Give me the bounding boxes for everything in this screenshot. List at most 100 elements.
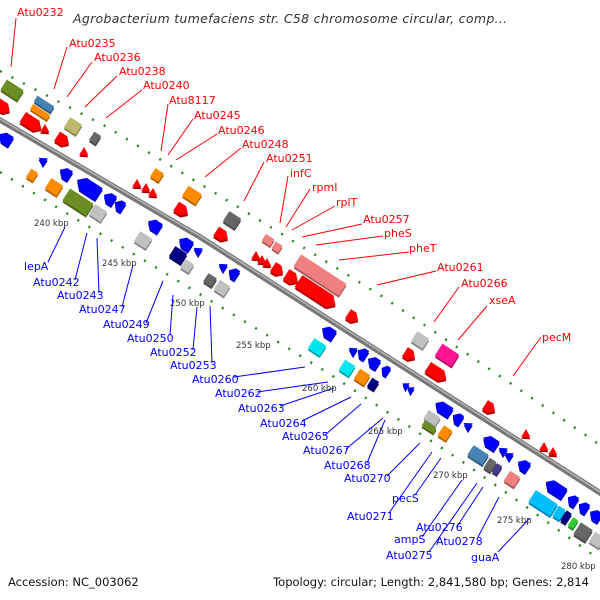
reverse-gene-label[interactable]: pecS [392,492,419,505]
gene-feature[interactable] [551,505,566,523]
gene-feature[interactable] [33,95,56,115]
gene-feature[interactable] [318,324,338,343]
forward-gene-label[interactable]: infC [290,167,312,180]
gene-feature[interactable] [270,241,283,255]
forward-gene-label[interactable]: Atu0232 [17,6,64,19]
gene-feature[interactable] [514,457,532,476]
forward-gene-label[interactable]: Atu0236 [94,51,141,64]
reverse-gene-label[interactable]: Atu0275 [386,549,433,562]
forward-gene-label[interactable]: Atu0246 [218,124,265,137]
reverse-gene-label[interactable]: Atu0243 [57,289,104,302]
reverse-gene-label[interactable]: Atu0252 [150,346,197,359]
gene-feature[interactable] [0,130,15,149]
gene-feature[interactable] [88,204,108,225]
gene-feature[interactable] [422,409,441,429]
reverse-gene-label[interactable]: Atu0242 [33,276,80,289]
reverse-gene-label[interactable]: ampS [394,533,425,546]
gene-feature[interactable] [100,190,118,209]
reverse-gene-label[interactable]: Atu0271 [347,510,394,523]
gene-feature[interactable] [133,231,153,252]
gene-feature[interactable] [25,168,39,184]
gene-feature[interactable] [399,380,410,393]
gene-feature[interactable] [175,235,195,254]
gene-feature[interactable] [567,517,579,531]
forward-gene-label[interactable]: rplT [336,196,358,209]
gene-feature[interactable] [172,201,192,221]
gene-feature[interactable] [294,275,341,313]
reverse-gene-label[interactable]: Atu0268 [324,459,371,472]
forward-gene-label[interactable]: rpmI [312,181,337,194]
forward-gene-label[interactable]: Atu0251 [266,152,313,165]
gene-feature[interactable] [61,188,94,218]
gene-feature[interactable] [466,445,490,468]
gene-feature[interactable] [338,359,357,379]
gene-feature[interactable] [293,254,348,298]
forward-gene-label[interactable]: Atu0261 [437,261,484,274]
forward-gene-label[interactable]: pecM [542,331,571,344]
gene-feature[interactable] [0,98,14,118]
gene-feature[interactable] [479,433,500,454]
reverse-gene-label[interactable]: lepA [24,260,49,273]
reverse-gene-label[interactable]: Atu0253 [170,359,217,372]
gene-feature[interactable] [547,447,561,461]
forward-gene-label[interactable]: xseA [489,294,516,307]
gene-feature[interactable] [588,531,600,551]
reverse-gene-label[interactable]: guaA [471,551,500,564]
gene-feature[interactable] [72,174,103,203]
reverse-gene-label[interactable]: Atu0267 [303,444,350,457]
gene-feature[interactable] [202,273,218,290]
gene-feature[interactable] [269,262,287,280]
forward-gene-label[interactable]: Atu0240 [143,79,190,92]
gene-feature[interactable] [261,258,275,272]
gene-feature[interactable] [111,198,127,215]
gene-feature[interactable] [222,211,242,232]
reverse-gene-label[interactable]: Atu0265 [282,430,329,443]
gene-feature[interactable] [225,266,241,283]
gene-feature[interactable] [364,354,382,373]
gene-feature[interactable] [559,510,573,526]
gene-feature[interactable] [354,346,370,363]
reverse-gene-label[interactable]: Atu0278 [436,535,483,548]
gene-feature[interactable] [575,500,591,517]
gene-feature[interactable] [213,279,232,299]
reverse-gene-label[interactable]: Atu0270 [344,472,391,485]
forward-gene-label[interactable]: Atu0238 [119,65,166,78]
gene-feature[interactable] [179,259,195,276]
gene-feature[interactable] [410,331,430,352]
forward-gene-label[interactable]: Atu0245 [194,109,241,122]
gene-feature[interactable] [527,490,558,519]
gene-feature[interactable] [538,442,552,456]
gene-feature[interactable] [149,168,165,185]
gene-feature[interactable] [44,178,64,199]
gene-feature[interactable] [482,457,497,475]
reverse-gene-label[interactable]: Atu0247 [79,303,126,316]
gene-feature[interactable] [572,522,593,544]
reverse-gene-label[interactable]: Atu0250 [127,332,174,345]
gene-feature[interactable] [0,79,25,103]
gene-feature[interactable] [378,364,392,379]
gene-feature[interactable] [131,179,145,193]
gene-feature[interactable] [366,377,380,393]
gene-feature[interactable] [503,470,522,490]
gene-feature[interactable] [35,154,49,169]
reverse-gene-label[interactable]: Atu0260 [192,373,239,386]
gene-feature[interactable] [564,493,580,510]
gene-feature[interactable] [147,188,161,202]
gene-feature[interactable] [168,246,188,267]
gene-feature[interactable] [88,131,102,147]
gene-feature[interactable] [19,111,46,136]
gene-feature[interactable] [190,244,204,259]
gene-feature[interactable] [56,165,74,184]
gene-feature[interactable] [501,449,515,464]
gene-feature[interactable] [261,233,276,249]
gene-feature[interactable] [212,226,232,246]
reverse-gene-label[interactable]: Atu0262 [215,387,262,400]
gene-feature[interactable] [344,309,362,327]
gene-feature[interactable] [53,131,73,151]
forward-gene-label[interactable]: pheT [409,242,437,255]
gene-feature[interactable] [282,269,302,289]
gene-feature[interactable] [434,343,460,369]
gene-feature[interactable] [63,117,83,138]
gene-feature[interactable] [345,344,359,359]
gene-feature[interactable] [421,420,438,436]
